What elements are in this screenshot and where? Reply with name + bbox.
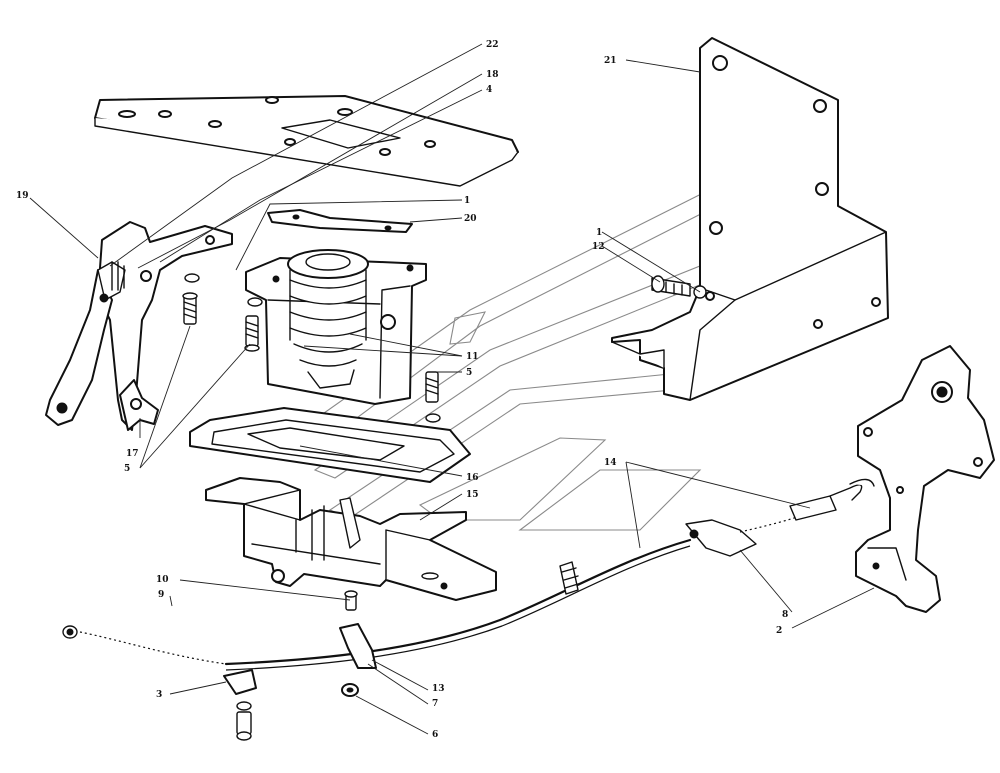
callout-3: 3 bbox=[156, 690, 162, 700]
callout-16: 16 bbox=[466, 473, 479, 483]
base-plate-16 bbox=[189, 407, 471, 483]
callout-5-left: 5 bbox=[124, 464, 130, 474]
callout-21: 21 bbox=[604, 56, 617, 66]
bolt-5-right bbox=[425, 371, 439, 403]
bolt-10 bbox=[344, 590, 358, 611]
bolt-5-middle bbox=[244, 315, 260, 352]
callout-14: 14 bbox=[604, 458, 617, 468]
callout-1-upper: 1 bbox=[464, 196, 470, 206]
clamp-3 bbox=[223, 669, 257, 741]
spring-mechanism-11 bbox=[245, 249, 427, 405]
callout-2: 2 bbox=[776, 626, 782, 636]
callout-12: 12 bbox=[592, 242, 605, 252]
callout-4: 4 bbox=[486, 85, 492, 95]
lower-housing-15 bbox=[205, 477, 497, 601]
bent-lever-2 bbox=[855, 345, 995, 613]
callout-17: 17 bbox=[126, 449, 139, 459]
callout-9: 9 bbox=[158, 590, 164, 600]
callout-1-bracket: 1 bbox=[596, 228, 602, 238]
callout-labels: 22 18 4 21 19 1 20 1 12 11 5 17 5 16 14 … bbox=[16, 40, 788, 740]
top-plate-22 bbox=[94, 95, 519, 187]
callout-10: 10 bbox=[156, 575, 169, 585]
control-cable-14 bbox=[62, 478, 875, 671]
callout-19: 19 bbox=[16, 191, 29, 201]
callout-6: 6 bbox=[432, 730, 438, 740]
callout-5-right: 5 bbox=[466, 368, 472, 378]
washers bbox=[184, 273, 441, 423]
lever-assembly-19 bbox=[45, 221, 233, 431]
callout-leaders bbox=[29, 43, 875, 735]
callout-20: 20 bbox=[464, 214, 477, 224]
callout-18: 18 bbox=[486, 70, 499, 80]
bolt-5-left bbox=[182, 292, 198, 325]
callout-11: 11 bbox=[466, 352, 479, 362]
callout-8: 8 bbox=[782, 610, 788, 620]
callout-7: 7 bbox=[432, 699, 438, 709]
bolt-12 bbox=[651, 275, 707, 299]
small-plate-20 bbox=[267, 209, 413, 233]
bracket-plate-21 bbox=[611, 37, 889, 401]
callout-15: 15 bbox=[466, 490, 479, 500]
clamp-7 bbox=[339, 623, 377, 669]
callout-22: 22 bbox=[486, 40, 499, 50]
nut-6 bbox=[341, 683, 359, 697]
callout-13: 13 bbox=[432, 684, 445, 694]
